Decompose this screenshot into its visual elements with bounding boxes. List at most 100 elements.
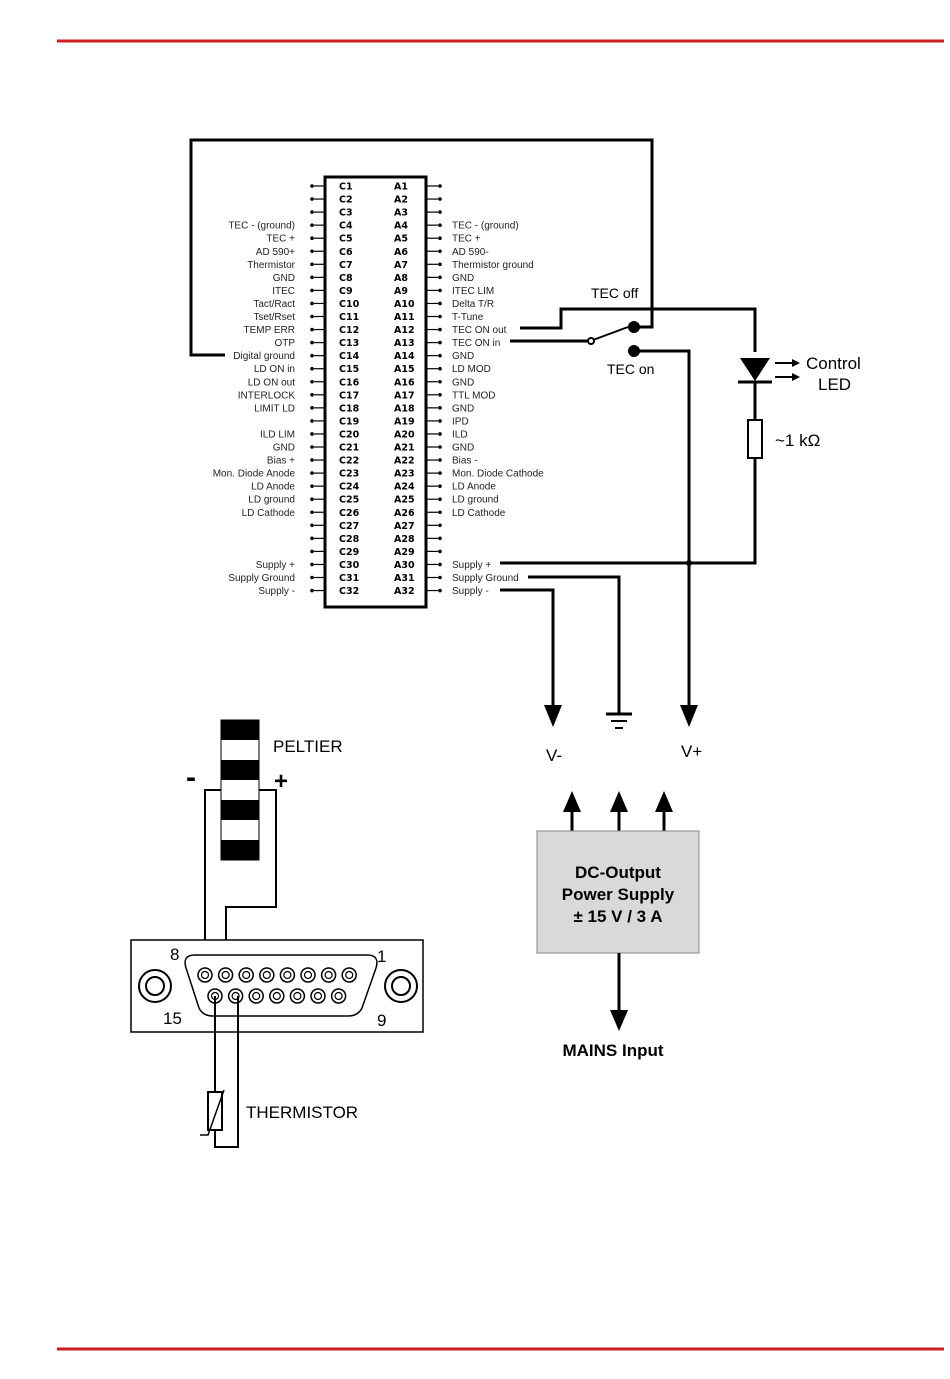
dsub-pin-core [334, 991, 343, 1001]
pin-label-right: GND [452, 403, 474, 414]
pin-number-right: A7 [394, 260, 408, 271]
pin-number-right: A29 [394, 547, 415, 558]
pin-number-right: A12 [394, 325, 415, 336]
dsub-pins [197, 967, 357, 1004]
control-led-label-2: LED [818, 375, 851, 394]
pin-number-left: C30 [339, 560, 360, 571]
pin-dot-right [438, 510, 442, 515]
pin-number-left: C24 [339, 482, 360, 493]
pin-label-left: Mon. Diode Anode [213, 469, 296, 480]
pin-number-left: C25 [339, 495, 359, 506]
pin-label-right: TEC ON out [452, 325, 507, 336]
pin-dot-left [310, 314, 314, 319]
pin-number-left: C5 [339, 234, 353, 245]
dsub-pin-8-label: 8 [170, 945, 179, 964]
pin-dot-left [310, 327, 314, 332]
pin-number-left: C28 [339, 534, 360, 545]
pin-number-left: C12 [339, 325, 359, 336]
psu-line-1: DC-Output [575, 863, 661, 882]
pin-dot-left [310, 497, 314, 502]
pin-label-right: TTL MOD [452, 390, 496, 401]
pin-label-left: ITEC [272, 286, 295, 297]
pin-label-left: INTERLOCK [238, 390, 296, 401]
switch-contact-off [628, 321, 640, 333]
peltier-plus-wire [225, 789, 277, 975]
pin-number-right: A15 [394, 364, 415, 375]
pin-number-right: A31 [394, 573, 415, 584]
pin-number-left: C8 [339, 273, 353, 284]
pin-number-left: C14 [339, 351, 360, 362]
pin-dot-right [438, 327, 442, 332]
pin-number-left: C20 [339, 429, 360, 440]
pin-number-right: A2 [394, 195, 408, 206]
pin-label-right: GND [452, 273, 474, 284]
pin-label-right: TEC + [452, 234, 481, 245]
pin-dot-left [310, 419, 314, 423]
pin-number-right: A27 [394, 521, 415, 532]
pin-label-right: Mon. Diode Cathode [452, 469, 544, 480]
pin-label-right: LD Cathode [452, 508, 506, 519]
pin-number-right: A1 [394, 182, 408, 193]
pin-dot-right [438, 197, 442, 201]
supply-minus-wire [500, 588, 555, 705]
pin-number-left: C16 [339, 377, 360, 388]
pin-dot-left [310, 288, 314, 293]
pin-number-left: C13 [339, 338, 359, 349]
pin-number-left: C27 [339, 521, 359, 532]
supply-ground-wire [528, 575, 621, 714]
pin-label-left: TEC - (ground) [228, 221, 295, 232]
pin-label-right: ITEC LIM [452, 286, 494, 297]
pin-label-right: Bias - [452, 456, 478, 467]
pin-dot-right [438, 314, 442, 319]
pin-number-left: C26 [339, 508, 360, 519]
pin-number-right: A13 [394, 338, 415, 349]
pin-dot-right [438, 406, 442, 410]
pin-number-left: C19 [339, 416, 359, 427]
pin-dot-left [310, 379, 314, 384]
dsub-pin-core [242, 970, 251, 980]
pin-dot-left [310, 301, 314, 306]
pin-number-left: C31 [339, 573, 359, 584]
pin-dot-left [310, 575, 314, 580]
pin-dot-right [438, 210, 442, 214]
pin-dot-right [438, 471, 442, 475]
pin-number-right: A6 [394, 247, 408, 258]
pin-number-left: C17 [339, 390, 359, 401]
pin-dot-left [310, 262, 314, 267]
v-plus-wire [634, 349, 691, 705]
pin-number-right: A18 [394, 403, 415, 414]
pin-number-right: A10 [394, 299, 415, 310]
pin-number-left: C6 [339, 247, 353, 258]
pin-dot-left [310, 393, 314, 397]
pin-label-left: Supply Ground [228, 573, 295, 584]
pin-number-right: A4 [394, 221, 408, 232]
dsub-pin-core [283, 970, 292, 980]
dsub-pin-15-label: 15 [163, 1009, 182, 1028]
pin-dot-right [438, 445, 442, 449]
pin-number-left: C32 [339, 586, 359, 597]
pin-number-right: A25 [394, 495, 415, 506]
led-diode-icon [740, 358, 770, 381]
pin-label-right: Supply Ground [452, 573, 519, 584]
v-minus-label: V- [546, 746, 562, 765]
pin-number-right: A22 [394, 456, 415, 467]
pin-dot-right [438, 497, 442, 502]
pin-number-left: C3 [339, 208, 353, 219]
pin-label-right: LD MOD [452, 364, 491, 375]
pin-dot-right [438, 223, 442, 227]
peltier-label: PELTIER [273, 737, 343, 756]
dsub-pin-core [200, 970, 210, 980]
dsub-pin-core [324, 970, 333, 980]
pin-label-left: Supply + [256, 560, 295, 571]
v-minus-arrow-icon [544, 705, 562, 727]
pin-label-left: Tact/Ract [253, 299, 295, 310]
pin-dot-left [310, 445, 314, 449]
dsub-pin-core [262, 970, 271, 980]
pin-dot-left [310, 458, 314, 462]
pin-dot-left [310, 510, 314, 515]
pin-dot-right [438, 588, 442, 593]
pin-dot-right [438, 262, 442, 267]
pin-dot-right [438, 458, 442, 462]
dsub-pin-core [252, 991, 261, 1001]
